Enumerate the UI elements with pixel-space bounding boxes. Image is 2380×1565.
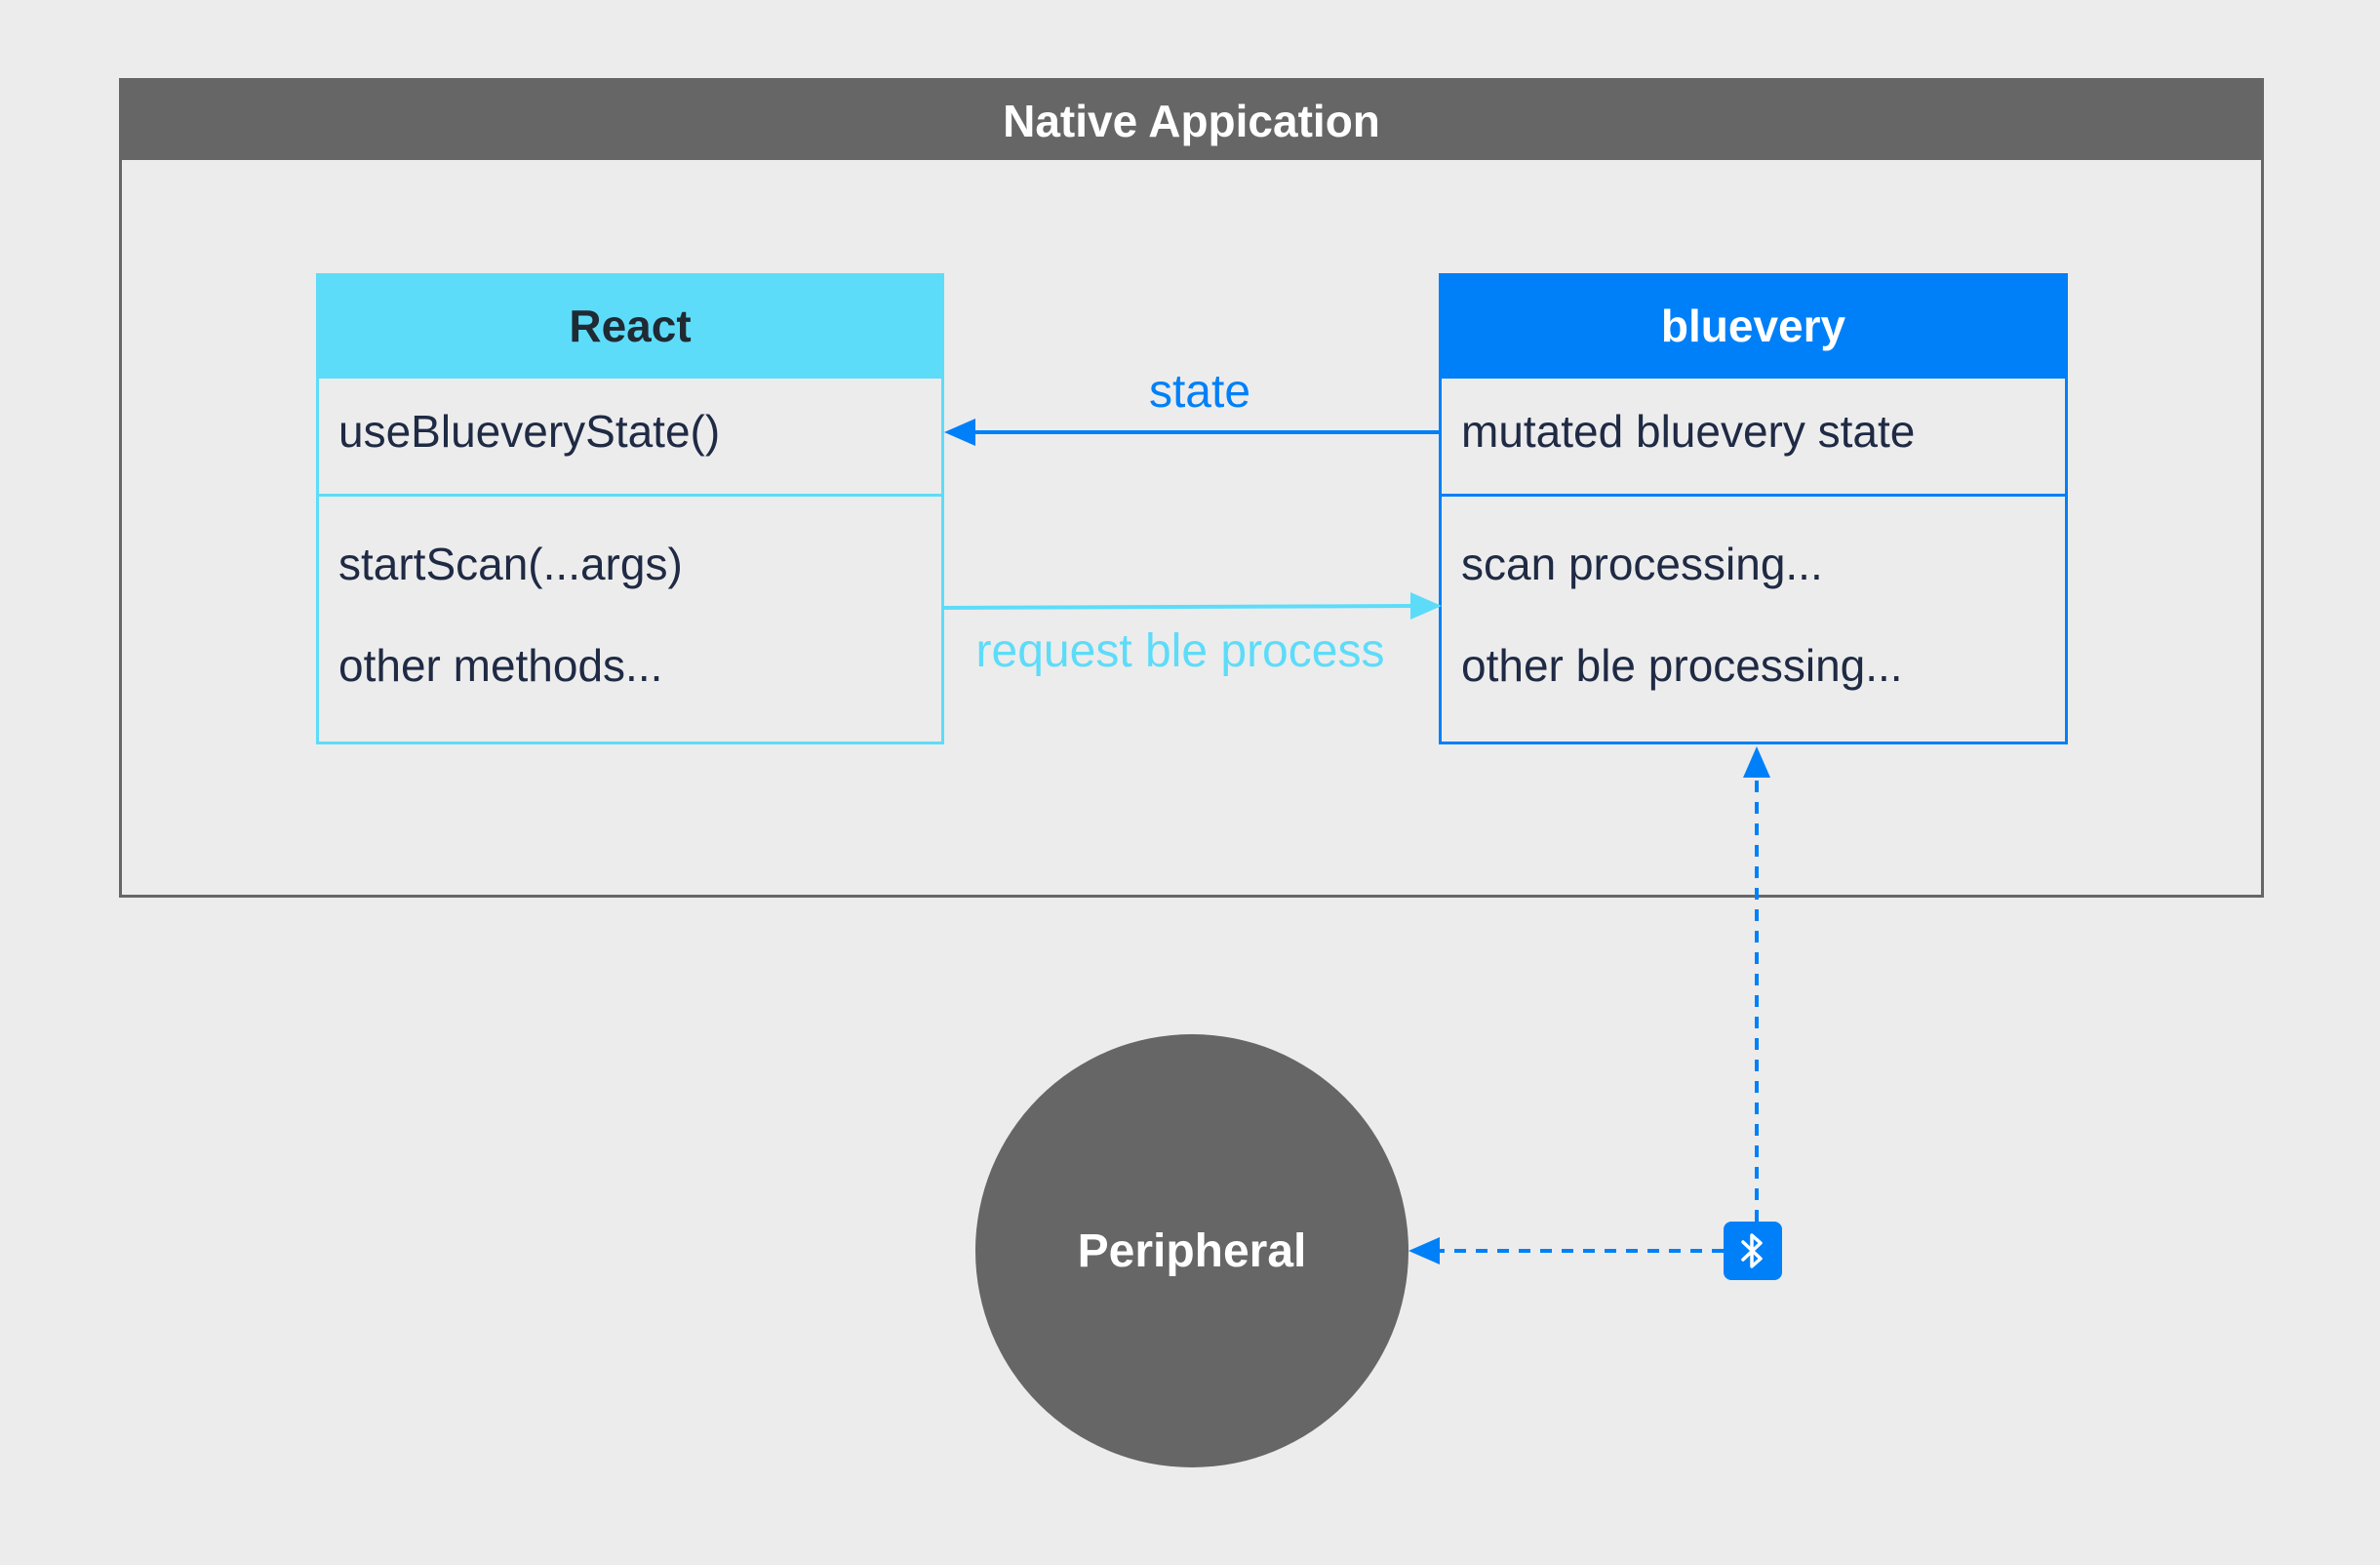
react-state-row: useBlueveryState()	[338, 406, 721, 457]
peripheral-node: Peripheral	[975, 1034, 1408, 1467]
ble-link-horizontal	[1408, 1237, 1724, 1264]
bluevery-process-item: other ble processing...	[1461, 640, 1903, 691]
frame-title: Native Appication	[122, 81, 2261, 160]
react-title: React	[316, 273, 944, 379]
react-method-item: other methods...	[338, 640, 663, 691]
ble-left-arrowhead	[1408, 1237, 1440, 1264]
peripheral-label: Peripheral	[1077, 1224, 1307, 1277]
bluetooth-icon	[1724, 1222, 1782, 1280]
bluevery-title: bluevery	[1439, 273, 2068, 379]
react-method-item: startScan(...args)	[338, 539, 683, 589]
bluevery-divider	[1442, 494, 2065, 497]
state-label: state	[1148, 366, 1251, 418]
react-divider	[319, 494, 941, 497]
bluevery-process-item: scan processing...	[1461, 539, 1823, 589]
request-label: request ble process	[975, 625, 1385, 677]
bluevery-box: bluevery mutated bluevery state scan pro…	[1439, 273, 2068, 744]
react-box: React useBlueveryState() startScan(...ar…	[316, 273, 944, 744]
bluevery-state-row: mutated bluevery state	[1461, 406, 1916, 457]
